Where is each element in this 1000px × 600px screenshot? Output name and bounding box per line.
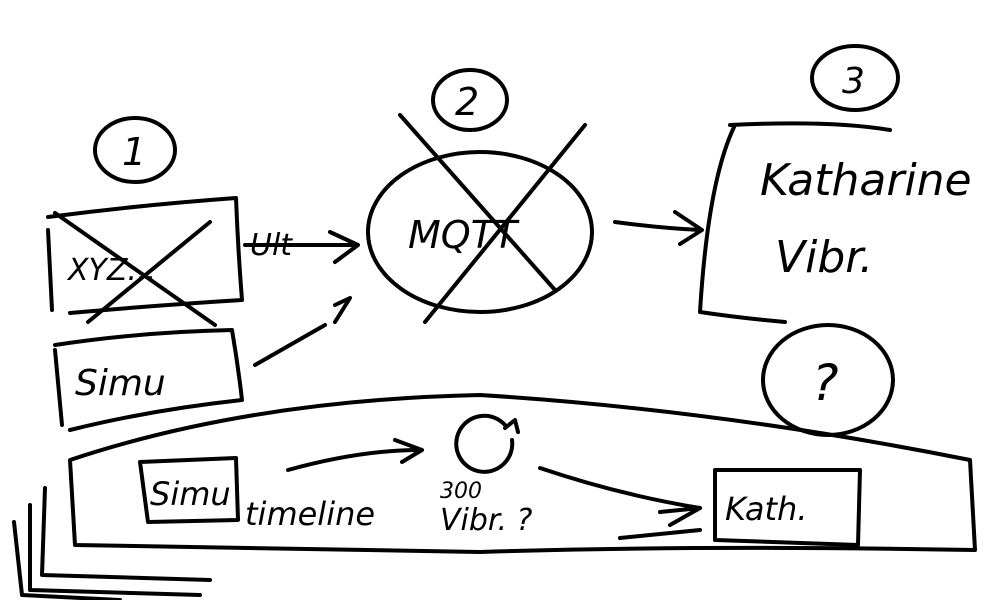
sketch-stroke (286, 438, 424, 472)
sketch-stroke (366, 150, 594, 314)
sketch-stroke (810, 44, 900, 112)
steps-three-text: 3 (842, 61, 865, 102)
timeline-stack (12, 486, 212, 600)
simulator-box: Simu (53, 328, 244, 432)
timeline-target-box (713, 468, 862, 547)
broker-text: MQTT (408, 213, 520, 257)
sketch-stroke (53, 328, 244, 432)
sketch-stroke (68, 393, 977, 554)
simulator-text: Simu (75, 363, 166, 404)
question-marker: ? (761, 323, 895, 437)
timeline-band: Simu timeline 300 Vibr. ? Kath. (68, 393, 977, 554)
timeline-label-text: timeline (245, 495, 375, 533)
steps-one-text: 1 (122, 130, 146, 174)
step-2-marker: 2 (431, 68, 509, 132)
sketch-stroke (454, 413, 520, 474)
sketch-stroke (698, 121, 892, 324)
source-box-crossed: XYZ... (46, 196, 244, 327)
sketch-stroke (398, 113, 587, 324)
timeline-count-text: 300 (440, 479, 482, 504)
arrow-broker-to-target (613, 210, 704, 246)
timeline-simulator-box (138, 456, 240, 524)
sketch-stroke (243, 230, 360, 264)
source_crossed-text: XYZ... (66, 253, 156, 288)
target-line1-text: Katharine (760, 155, 972, 206)
arrow-simulator-to-broker (253, 296, 352, 367)
mqtt-broker-crossed: MQTT (366, 113, 594, 324)
steps-unknown-text: ? (812, 354, 839, 412)
sketch-stroke (431, 68, 509, 132)
sketch-stroke (93, 116, 177, 184)
steps-two-text: 2 (455, 80, 479, 124)
sketch-stroke (46, 196, 244, 315)
timeline-simulator-text: Simu (150, 475, 231, 513)
timeline-vibr-text: Vibr. ? (440, 503, 533, 538)
target-line2-text: Vibr. (775, 232, 873, 283)
step-1-marker: 1 (93, 116, 177, 184)
step-3-marker: 3 (810, 44, 900, 112)
target-box: Katharine Vibr. (698, 121, 972, 324)
sketch-stroke (538, 466, 702, 540)
sketch-stroke (53, 211, 217, 327)
arrow-source-to-broker: Ult (243, 228, 360, 264)
timeline-target-text: Kath. (725, 490, 807, 528)
